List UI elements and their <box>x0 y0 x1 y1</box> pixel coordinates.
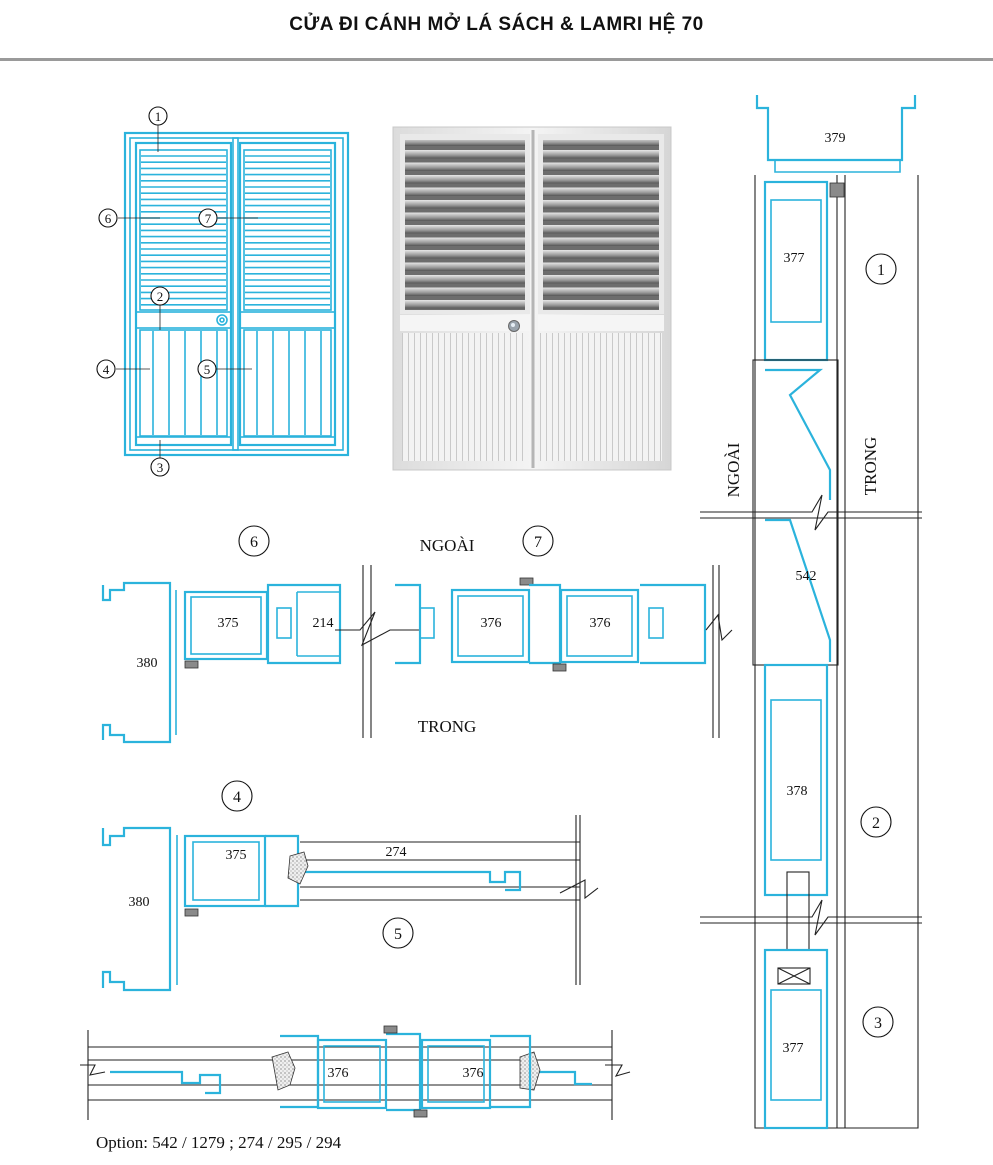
callout-1: 1 <box>155 109 162 124</box>
inside-label-top: TRONG <box>418 717 477 736</box>
callout-6: 6 <box>105 211 112 226</box>
profile-378: 378 <box>787 784 808 799</box>
callout-2-vertical: 2 <box>872 815 880 832</box>
door-render-image <box>392 126 672 471</box>
outside-label-vertical: NGOÀI <box>724 442 743 497</box>
callout-6-section: 6 <box>250 534 258 551</box>
profile-376-bottom-b: 376 <box>463 1066 484 1081</box>
profile-542: 542 <box>796 569 817 584</box>
callout-1-vertical: 1 <box>877 262 885 279</box>
title-rule <box>0 58 993 61</box>
inside-label-vertical: TRONG <box>861 437 880 496</box>
sheet-title: CỬA ĐI CÁNH MỞ LÁ SÁCH & LAMRI HỆ 70 <box>289 14 704 35</box>
outside-label-top: NGOÀI <box>420 536 475 555</box>
profile-375-top: 375 <box>218 616 239 631</box>
profile-377-bottom: 377 <box>783 1041 804 1056</box>
profile-376-bottom-a: 376 <box>328 1066 349 1081</box>
option-text: Option: 542 / 1279 ; 274 / 295 / 294 <box>96 1133 342 1152</box>
callout-2: 2 <box>157 289 164 304</box>
profile-375-mid: 375 <box>226 848 247 863</box>
vertical-section: 379 377 542 378 <box>700 95 922 1130</box>
elevation-callouts: 1 6 7 2 4 5 3 <box>96 106 258 477</box>
callout-7-section: 7 <box>534 534 542 551</box>
callout-4-section: 4 <box>233 789 241 806</box>
profile-274: 274 <box>386 845 407 860</box>
door-elevation <box>123 131 350 457</box>
callout-5-section: 5 <box>394 926 402 943</box>
callout-3-vertical: 3 <box>874 1015 882 1032</box>
profile-376-top-b: 376 <box>590 616 611 631</box>
horizontal-section-top: 6 7 NGOÀI TRONG 380 375 214 <box>101 525 733 744</box>
horizontal-section-bottom: 376 376 <box>80 1025 631 1120</box>
profile-214: 214 <box>313 616 334 631</box>
profile-380-mid: 380 <box>129 895 150 910</box>
callout-4: 4 <box>103 362 110 377</box>
callout-5: 5 <box>204 362 211 377</box>
profile-379: 379 <box>825 131 846 146</box>
profile-377-top: 377 <box>784 251 805 266</box>
callout-3: 3 <box>157 460 164 475</box>
profile-376-top-a: 376 <box>481 616 502 631</box>
horizontal-section-middle: 4 5 380 375 274 <box>101 780 599 992</box>
callout-7: 7 <box>205 211 212 226</box>
profile-380-top: 380 <box>137 656 158 671</box>
